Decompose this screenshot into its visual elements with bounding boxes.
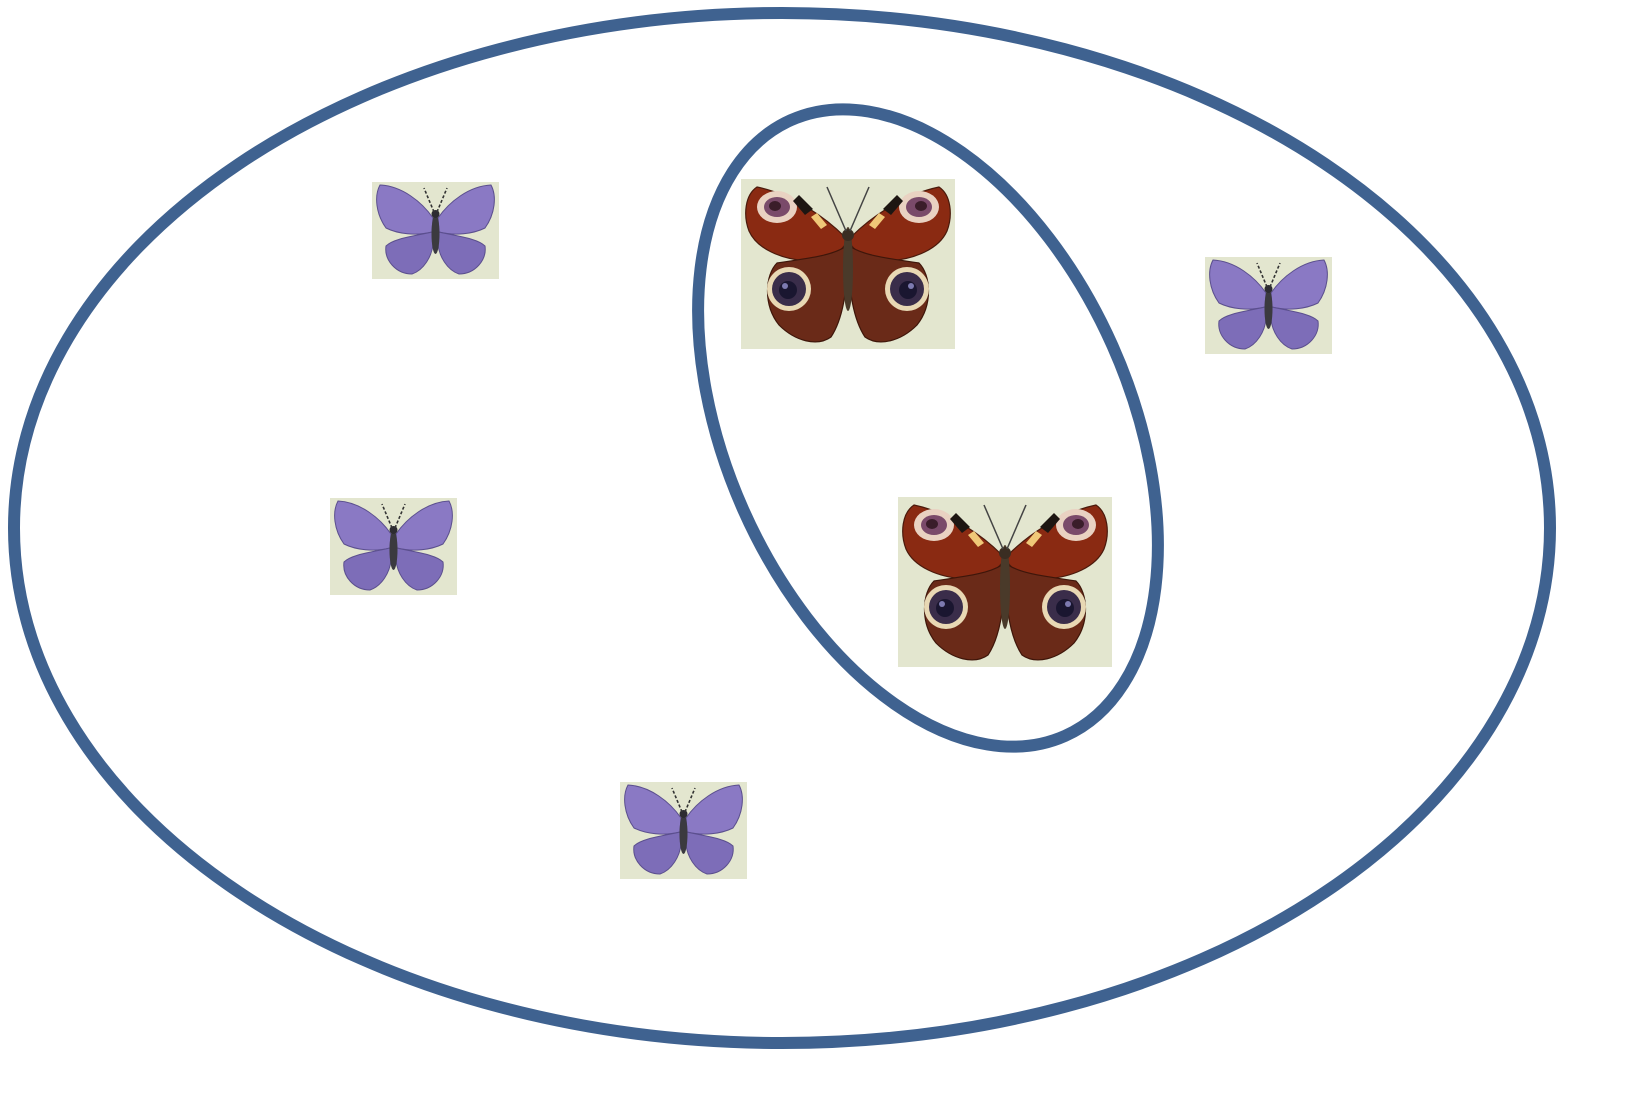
blue-butterfly-icon (372, 182, 499, 279)
peacock-butterfly-icon (741, 179, 955, 349)
blue-butterfly-icon (620, 782, 747, 879)
blue-butterfly-icon (1205, 257, 1332, 354)
peacock-butterfly-icon (898, 497, 1112, 667)
outer-set-ellipse (14, 13, 1550, 1043)
blue-butterfly-icon (330, 498, 457, 595)
inner-subset-ellipse (606, 38, 1249, 818)
